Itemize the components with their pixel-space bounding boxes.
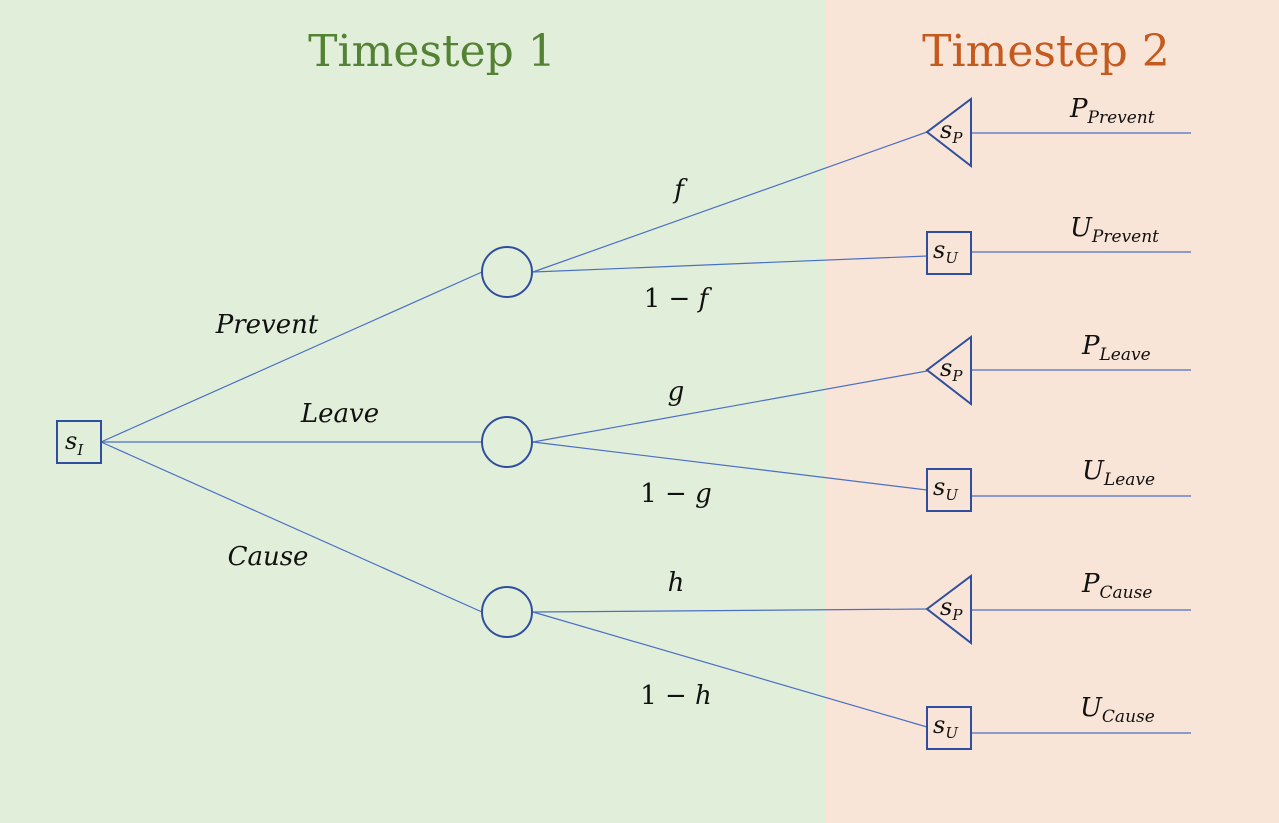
svg-text:sP: sP [940, 593, 963, 624]
edge-h [532, 608, 928, 613]
chance-node-cause [481, 586, 533, 638]
payoff-label: PPrevent [1069, 94, 1155, 128]
outcome-node-sp: sP [925, 574, 972, 646]
edge-not-f [532, 255, 928, 273]
svg-text:sU: sU [933, 711, 959, 742]
outcome-node-su: sU [926, 468, 972, 512]
action-label-cause: Cause [228, 542, 309, 572]
payoff-label: ULeave [1082, 456, 1155, 490]
payoff-label: UPrevent [1070, 213, 1159, 247]
action-label-leave: Leave [300, 399, 379, 429]
outcome-node-su: sU [926, 706, 972, 750]
timestep-1-region [0, 0, 825, 823]
timestep-2-region [825, 0, 1279, 823]
svg-text:sU: sU [933, 473, 959, 504]
chance-node-prevent [481, 246, 533, 298]
prob-label-not-g: 1 − g [640, 479, 712, 509]
outcome-node-sp: sP [925, 97, 972, 169]
payoff-label: PLeave [1081, 331, 1151, 365]
outcome-node-sp: sP [925, 335, 972, 407]
edge-cause [100, 441, 483, 613]
svg-text:sU: sU [933, 236, 959, 267]
timestep-1-title: Timestep 1 [308, 26, 556, 77]
prob-label-h: h [668, 568, 685, 598]
payoff-label: UCause [1080, 693, 1155, 727]
outcome-node-su: sU [926, 231, 972, 275]
timestep-2-title: Timestep 2 [922, 26, 1170, 77]
edge-f [532, 131, 928, 273]
svg-text:sI: sI [65, 427, 84, 459]
prob-label-g: g [668, 377, 685, 407]
chance-node-leave [481, 416, 533, 468]
prob-label-not-h: 1 − h [640, 681, 712, 711]
svg-text:sP: sP [940, 116, 963, 147]
prob-label-not-f: 1 − f [644, 284, 713, 314]
edge-not-h [532, 611, 928, 728]
root-state-node: sI [56, 420, 102, 464]
edge-g [532, 370, 928, 443]
edge-prevent [100, 271, 483, 443]
svg-text:sP: sP [940, 354, 963, 385]
edge-not-g [532, 441, 928, 491]
action-label-prevent: Prevent [215, 310, 319, 340]
payoff-label: PCause [1081, 569, 1152, 603]
